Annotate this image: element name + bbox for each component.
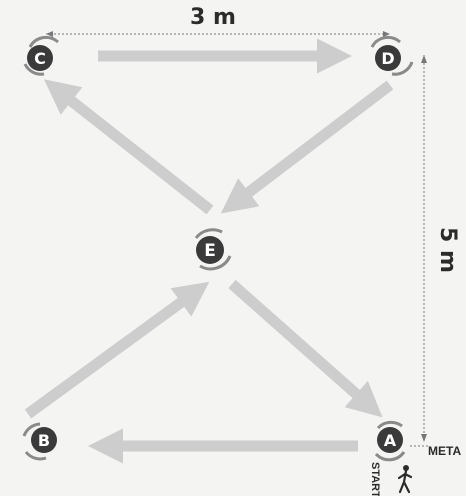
node-c: C [23,35,60,76]
arrow-d-to-e [220,80,394,214]
node-a: A [374,420,406,462]
arrow-e-to-c [43,79,214,215]
height-label: 5 m [435,227,460,273]
start-label: START [369,462,381,496]
node-b-label: B [38,431,50,450]
node-e-label: E [204,241,216,261]
node-e: E [194,228,232,271]
node-d-label: D [381,49,394,68]
arrow-b-to-e [24,281,210,419]
node-a-label: A [384,431,397,450]
finish-label: META [428,444,461,458]
runner-icon [397,465,413,494]
width-label: 3 m [190,5,236,30]
width-dimension [46,31,390,37]
node-d: D [370,35,414,76]
node-c-label: C [34,49,46,68]
arrow-e-to-a [228,279,383,418]
height-dimension [421,55,427,442]
node-b: B [22,422,57,461]
